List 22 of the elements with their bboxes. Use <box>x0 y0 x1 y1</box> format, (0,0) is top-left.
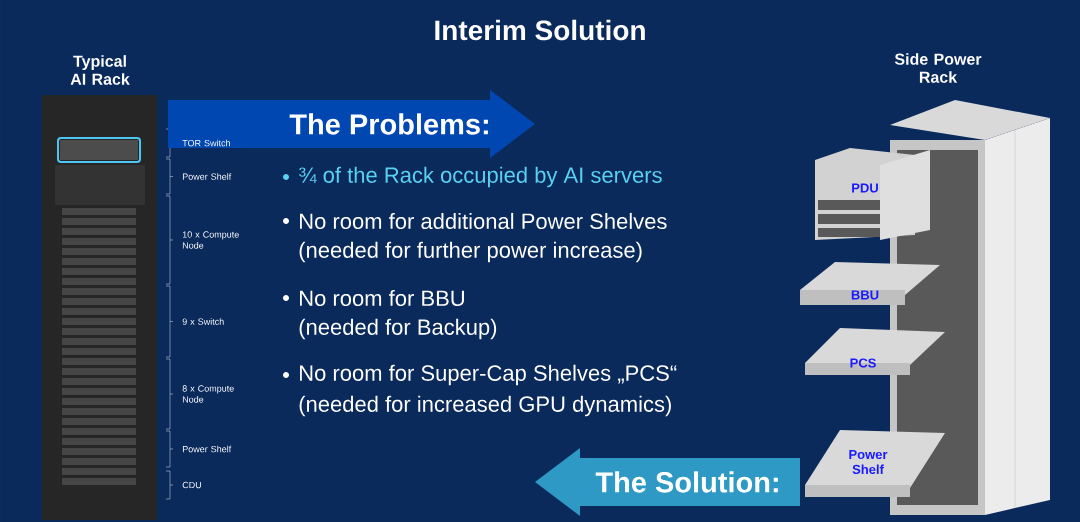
heading: Typical AI Rack <box>70 55 130 85</box>
part-label: 10 x Compute Node <box>182 231 239 249</box>
part-label: Power Shelf <box>182 173 232 180</box>
part-label: BBU <box>851 290 879 300</box>
part-label: PCS <box>850 358 876 368</box>
bullet-text: No room for Super-Cap Shelves „PCS“ <box>300 364 677 386</box>
bullet-text: No room for additional Power Shelves <box>300 212 667 230</box>
note-text: (needed for Backup) <box>299 318 497 340</box>
part-label: Power Shelf <box>849 449 888 475</box>
part-label: Power Shelf <box>182 445 232 453</box>
arrow-banner: The Solution: <box>535 448 800 516</box>
part-label: 8 x Compute Node <box>182 385 234 403</box>
part-label: CDU <box>182 481 201 489</box>
bullet-text: ¾ of the Rack occupied by AI servers <box>299 166 662 188</box>
part-label: 9 x Switch <box>182 318 224 325</box>
note-text: (needed for further power increase) <box>299 241 642 263</box>
slide-title: Interim Solution <box>435 19 645 41</box>
part-label: PDU <box>852 183 878 193</box>
heading: Side Power Rack <box>894 53 982 83</box>
bullet-text: No room for BBU <box>300 289 464 307</box>
note-text: (needed for increased GPU dynamics) <box>299 395 671 417</box>
part-label: TOR Switch <box>182 139 230 147</box>
